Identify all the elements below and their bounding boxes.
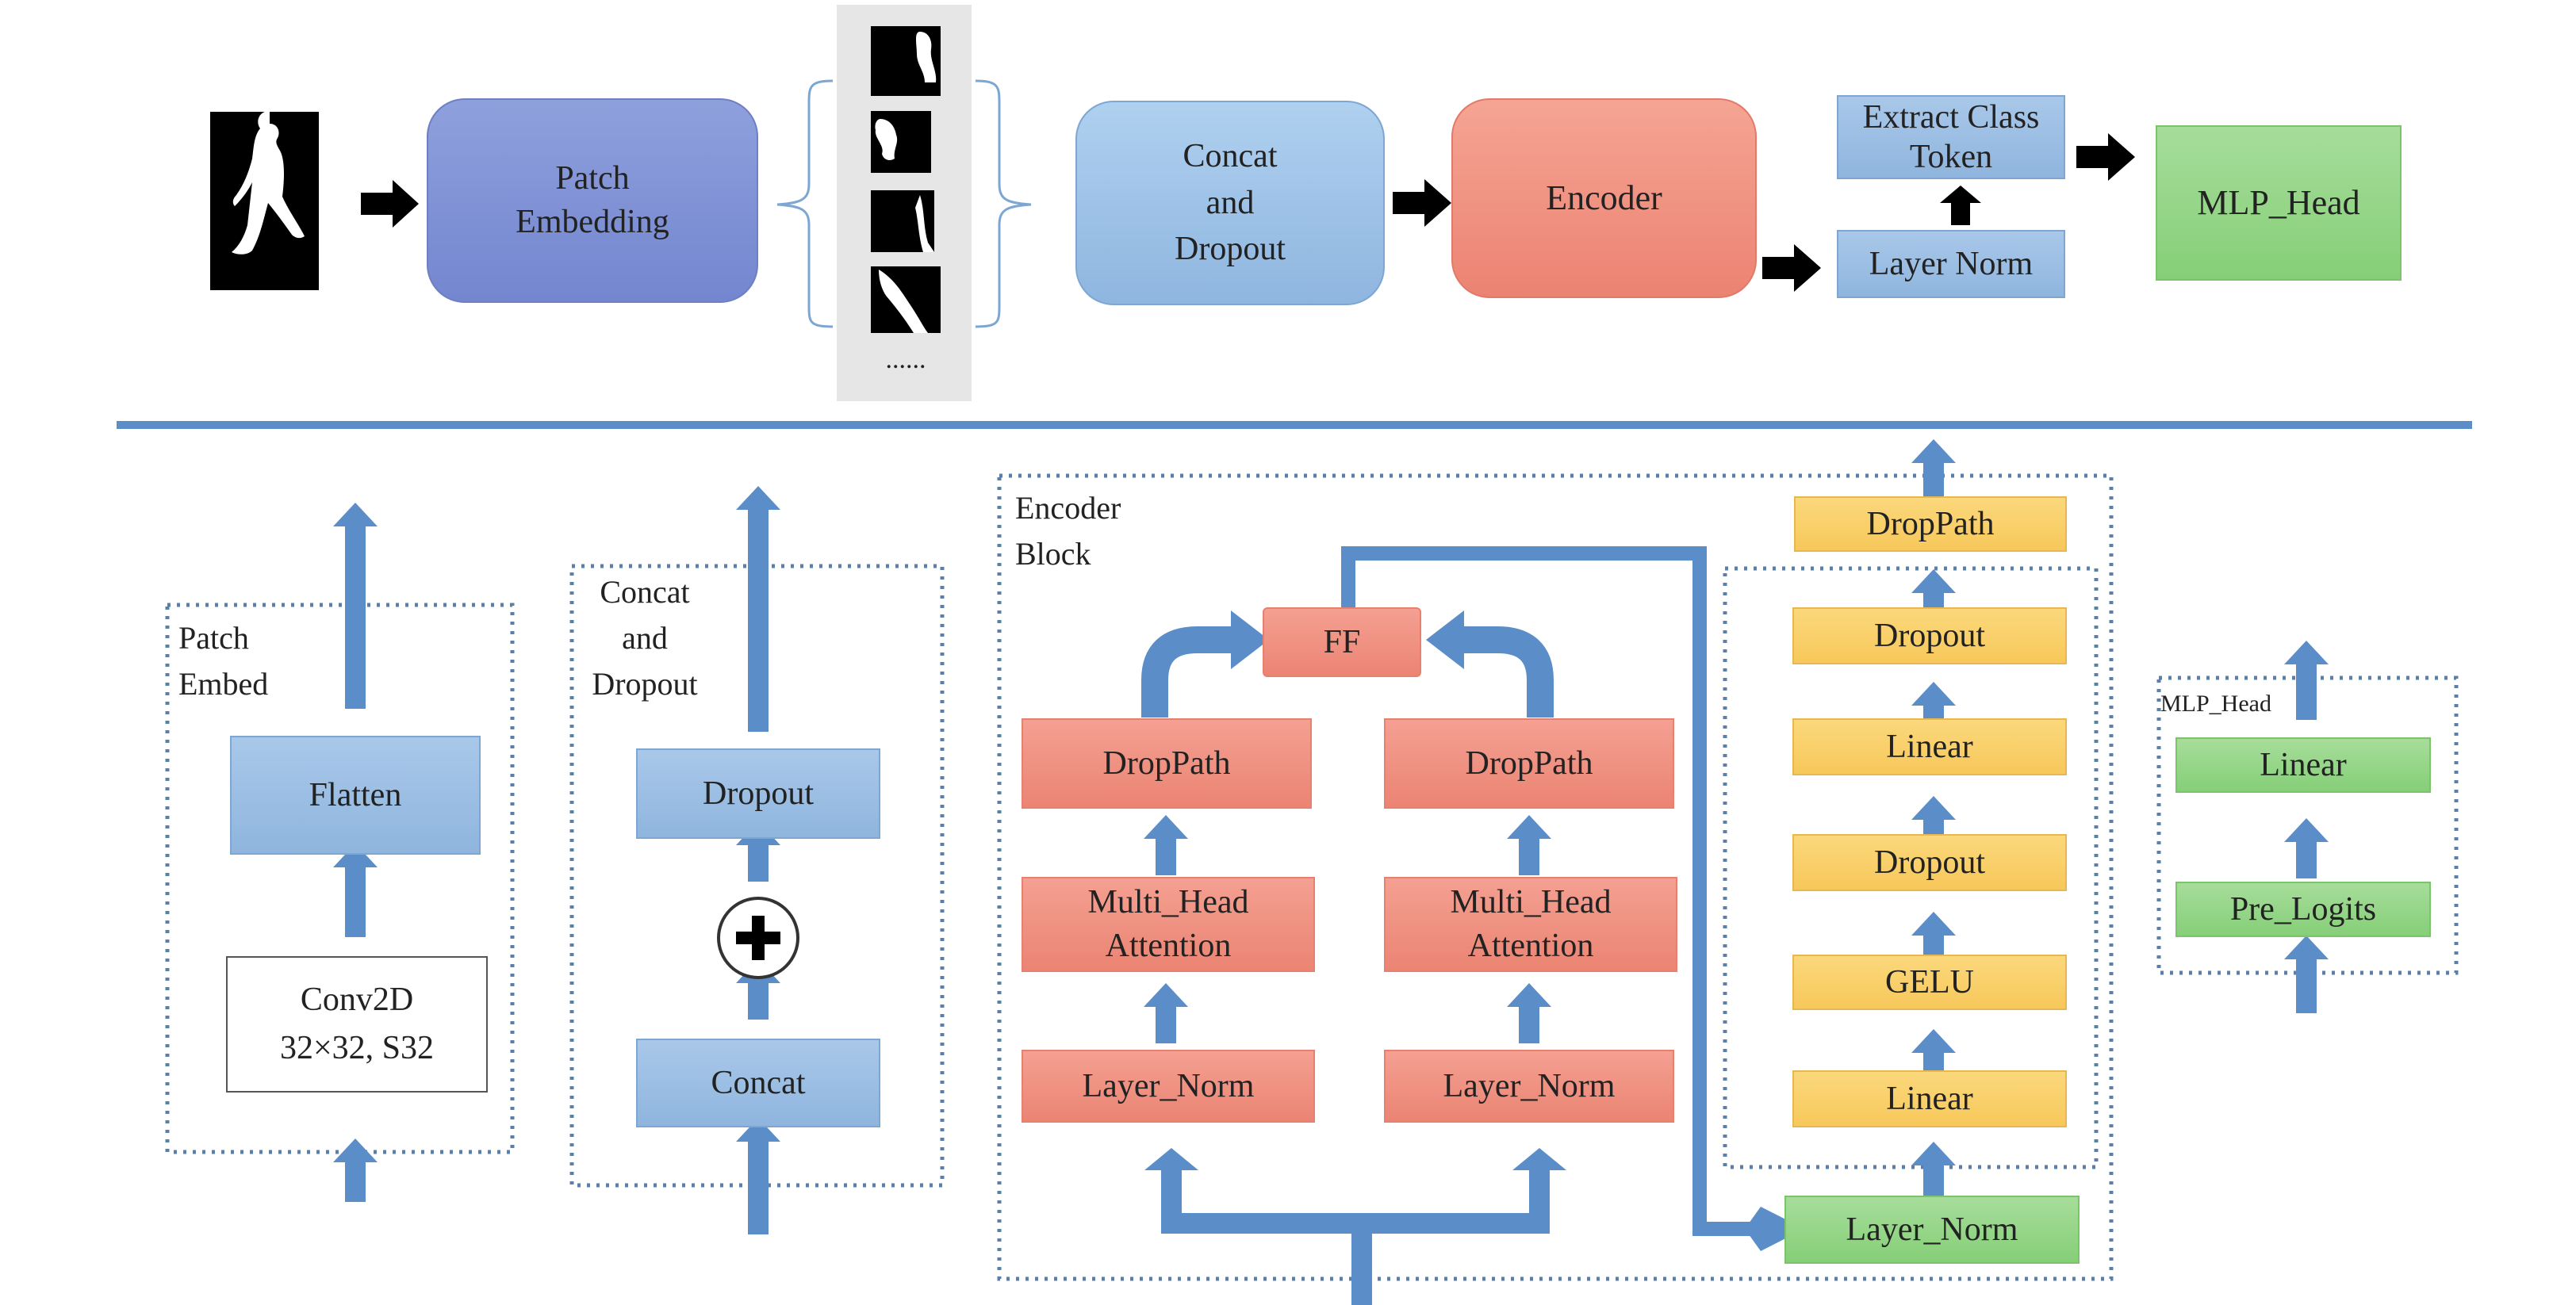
up-arrow-icon: [1144, 983, 1188, 1043]
up-arrow-icon: [1507, 815, 1551, 875]
left-brace: [776, 79, 834, 328]
arrow-icon: [361, 180, 419, 228]
up-arrow-icon: [1507, 983, 1551, 1043]
gelu-box: GELU: [1792, 955, 2067, 1010]
encoder-block-title: Encoder Block: [1015, 490, 1121, 572]
ff-to-layernorm-path: [1341, 546, 1773, 1236]
encoder-input-fork: [1144, 1148, 1566, 1305]
mlp-head-title: MLP_Head: [2160, 691, 2271, 717]
curve-arrow-left: [1141, 626, 1234, 718]
pre-logits-box: Pre_Logits: [2175, 882, 2431, 937]
encoder-box: Encoder: [1451, 98, 1757, 298]
mlp-head-box-top: MLP_Head: [2156, 125, 2402, 281]
section-divider: [117, 421, 2472, 429]
patch-strip: [837, 5, 972, 401]
up-arrow-icon: [1144, 815, 1188, 875]
encoder-block-group: [997, 473, 2114, 1281]
patch-embed-title: Patch Embed: [178, 620, 269, 702]
dropout-top-box: Dropout: [1792, 607, 2067, 664]
layer-norm-green-box: Layer_Norm: [1784, 1196, 2080, 1264]
concat-dropout-title: Concat and Dropout: [592, 574, 698, 702]
flatten-box: Flatten: [230, 736, 481, 855]
mha-right-box: Multi_Head Attention: [1384, 877, 1677, 972]
extract-class-token-box: Extract Class Token: [1837, 95, 2065, 179]
dropout-box: Dropout: [636, 748, 880, 839]
add-icon: [717, 897, 799, 979]
layer-norm-right-box: Layer_Norm: [1384, 1050, 1674, 1123]
silhouette-image: [210, 111, 319, 290]
concat-dropout-box: Concat and Dropout: [1075, 101, 1385, 305]
conv2d-box: Conv2D 32×32, S32: [226, 956, 488, 1093]
droppath-right-box: DropPath: [1384, 718, 1674, 809]
droppath-mlp-box: DropPath: [1794, 496, 2067, 552]
droppath-left-box: DropPath: [1022, 718, 1312, 809]
linear-head-box: Linear: [2175, 737, 2431, 793]
patch-embed-group: [165, 603, 515, 1154]
concat-box: Concat: [636, 1039, 880, 1127]
mlp-head-group: [2156, 675, 2459, 975]
layer-norm-left-box: Layer_Norm: [1022, 1050, 1315, 1123]
mha-left-box: Multi_Head Attention: [1022, 877, 1315, 972]
arrow-icon: [1393, 179, 1451, 227]
right-brace: [975, 79, 1032, 328]
arrow-icon: [1762, 244, 1821, 292]
arrow-icon: [1940, 186, 1981, 225]
linear-bottom-box: Linear: [1792, 1070, 2067, 1127]
ff-box: FF: [1263, 607, 1421, 677]
linear-top-box: Linear: [1792, 718, 2067, 775]
curve-arrow-right: [1461, 626, 1554, 718]
arrow-icon: [2076, 133, 2135, 181]
patch-embedding-box: Patch Embedding: [427, 98, 758, 303]
layer-norm-box-top: Layer Norm: [1837, 230, 2065, 298]
patch-strip-ellipsis: ......: [885, 345, 926, 374]
dropout-mid-box: Dropout: [1792, 834, 2067, 891]
